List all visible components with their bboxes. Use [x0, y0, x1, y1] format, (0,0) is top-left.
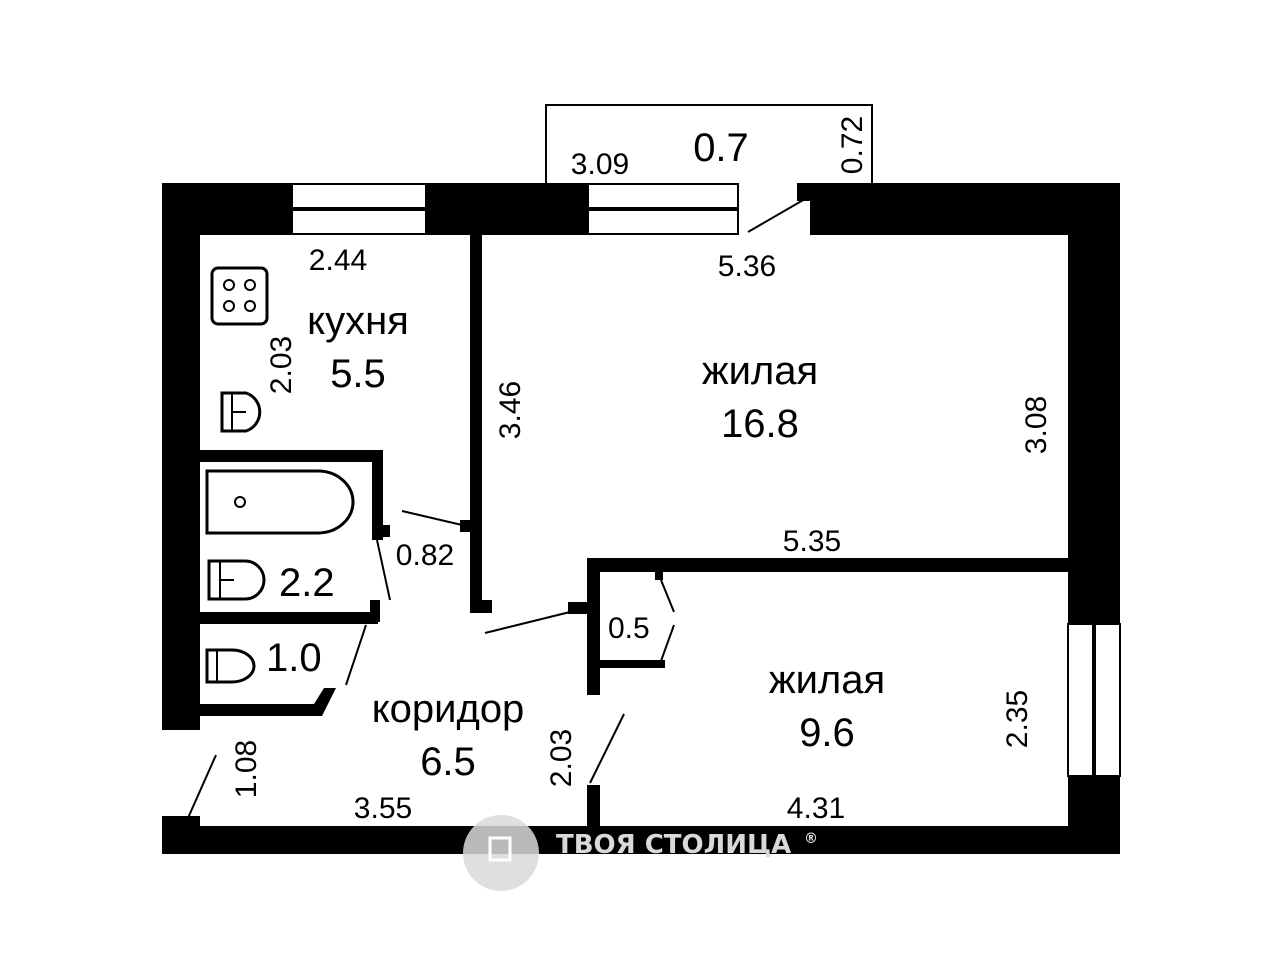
- window-living-small: [1067, 623, 1121, 777]
- kitchen-name: кухня: [307, 299, 409, 343]
- living-large-top-dim: 5.36: [718, 250, 776, 283]
- wall-closet-bottom: [587, 660, 665, 668]
- window-living-large: [587, 183, 739, 235]
- wall-outer-top-mid: [426, 183, 588, 235]
- wall-toilet-bottom: [198, 688, 336, 716]
- bathroom-door-dim: 0.82: [396, 539, 454, 572]
- stove-icon: [210, 266, 269, 326]
- balcony-outline: [545, 104, 873, 183]
- wall-bath-bottom-stub: [370, 600, 380, 622]
- wall-stub-door: [460, 520, 474, 532]
- balcony-depth-dim: 0.72: [836, 116, 869, 174]
- wall-bath-stub: [372, 525, 390, 537]
- corridor-name: коридор: [372, 687, 525, 731]
- kitchen-area: 5.5: [330, 352, 386, 396]
- watermark-text: ТВОЯ СТОЛИЦА: [556, 830, 791, 860]
- wall-outer-right-top: [1068, 183, 1120, 625]
- wall-outer-bottom: [162, 826, 1120, 854]
- wall-outer-left: [162, 183, 200, 730]
- corridor-area: 6.5: [420, 740, 476, 784]
- living-large-left-dim: 3.46: [494, 381, 527, 439]
- kitchen-sink-icon: [220, 391, 262, 433]
- living-large-bottom-dim: 5.35: [783, 525, 841, 558]
- corridor-entry-dim: 1.08: [230, 740, 263, 798]
- windows: [291, 183, 1121, 777]
- living-large-right-dim: 3.08: [1020, 396, 1053, 454]
- wall-entry-stub: [162, 816, 200, 830]
- window-kitchen: [291, 183, 427, 235]
- toilet-icon: [205, 648, 256, 684]
- dimension-labels: 3.09 0.72 2.44 2.03 5.36 3.46 3.08 5.35 …: [230, 116, 1053, 825]
- closet-area: 0.5: [608, 612, 650, 645]
- living-small-right-dim: 2.35: [1001, 690, 1034, 748]
- wall-small-room-left: [587, 785, 600, 830]
- living-small-area: 9.6: [799, 711, 855, 755]
- bath-sink-icon: [207, 559, 266, 601]
- bathtub-icon: [205, 469, 355, 535]
- living-large-name: жилая: [702, 349, 818, 393]
- living-small-name: жилая: [769, 658, 885, 702]
- watermark: ТВОЯ СТОЛИЦА ®: [463, 815, 818, 891]
- kitchen-width-dim: 2.44: [309, 244, 367, 277]
- walls: [162, 183, 1120, 854]
- wall-closet-left: [587, 558, 600, 695]
- wall-living-divider: [587, 558, 1069, 572]
- balcony-length-dim: 3.09: [571, 148, 629, 181]
- balcony-area: 0.7: [693, 126, 749, 170]
- wall-bath-toilet: [198, 612, 378, 624]
- wall-closet-top-stub: [655, 570, 663, 580]
- toilet-area: 1.0: [266, 636, 322, 680]
- wall-bath-top: [198, 450, 383, 462]
- watermark-mark: ®: [804, 831, 818, 847]
- living-small-bottom-dim: 4.31: [787, 792, 845, 825]
- door-swings: [187, 198, 806, 819]
- wall-kitchen-living: [470, 233, 482, 613]
- bathroom-area: 2.2: [279, 561, 335, 605]
- living-large-area: 16.8: [721, 402, 799, 446]
- wall-closet-door-stub: [568, 602, 590, 614]
- kitchen-height-dim: 2.03: [265, 336, 298, 394]
- wall-bath-right: [372, 450, 383, 540]
- room-labels: кухня 5.5 жилая 16.8 2.2 1.0 0.5 коридор…: [266, 126, 885, 784]
- corridor-side-dim: 2.03: [545, 729, 578, 787]
- wall-door-jamb: [797, 183, 812, 201]
- watermark-logo-icon: [463, 815, 539, 891]
- wall-stub-end: [470, 600, 492, 613]
- wall-outer-top-left: [162, 183, 292, 235]
- corridor-bottom-dim: 3.55: [354, 792, 412, 825]
